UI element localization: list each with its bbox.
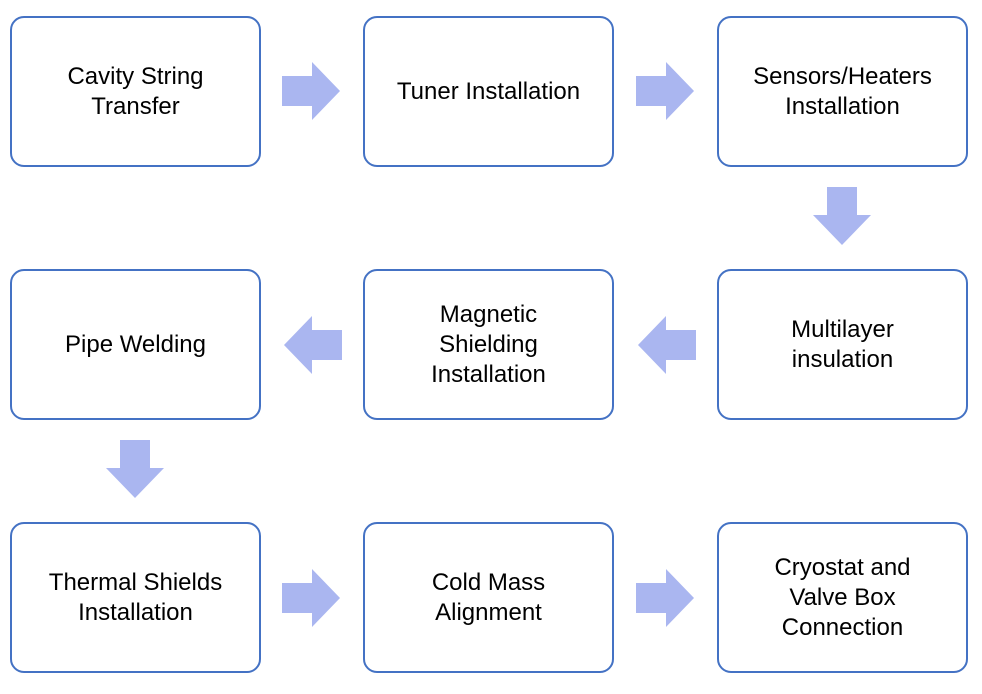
step-label: Cold Mass Alignment	[431, 568, 546, 626]
step-thermal-shields-installation: Thermal Shields Installation	[10, 522, 261, 673]
arrow-right-icon	[282, 62, 340, 120]
arrow-down-icon	[106, 440, 164, 498]
step-cold-mass-alignment: Cold Mass Alignment	[363, 522, 614, 673]
step-label: Thermal Shields Installation	[48, 568, 223, 626]
arrow-left-icon	[638, 316, 696, 374]
step-sensors-heaters-installation: Sensors/Heaters Installation	[717, 16, 968, 167]
step-tuner-installation: Tuner Installation	[363, 16, 614, 167]
step-label: Magnetic Shielding Installation	[431, 300, 546, 388]
step-label: Cryostat and Valve Box Connection	[774, 553, 911, 641]
arrow-right-icon	[636, 569, 694, 627]
step-label: Sensors/Heaters Installation	[753, 62, 932, 120]
step-label: Pipe Welding	[65, 330, 206, 358]
arrow-down-icon	[813, 187, 871, 245]
arrow-right-icon	[282, 569, 340, 627]
step-cavity-string-transfer: Cavity String Transfer	[10, 16, 261, 167]
step-label: Tuner Installation	[396, 77, 581, 105]
step-pipe-welding: Pipe Welding	[10, 269, 261, 420]
step-label: Multilayer insulation	[791, 315, 894, 373]
arrow-right-icon	[636, 62, 694, 120]
step-label: Cavity String Transfer	[67, 62, 204, 120]
arrow-left-icon	[284, 316, 342, 374]
step-cryostat-valve-box-connection: Cryostat and Valve Box Connection	[717, 522, 968, 673]
step-multilayer-insulation: Multilayer insulation	[717, 269, 968, 420]
step-magnetic-shielding-installation: Magnetic Shielding Installation	[363, 269, 614, 420]
